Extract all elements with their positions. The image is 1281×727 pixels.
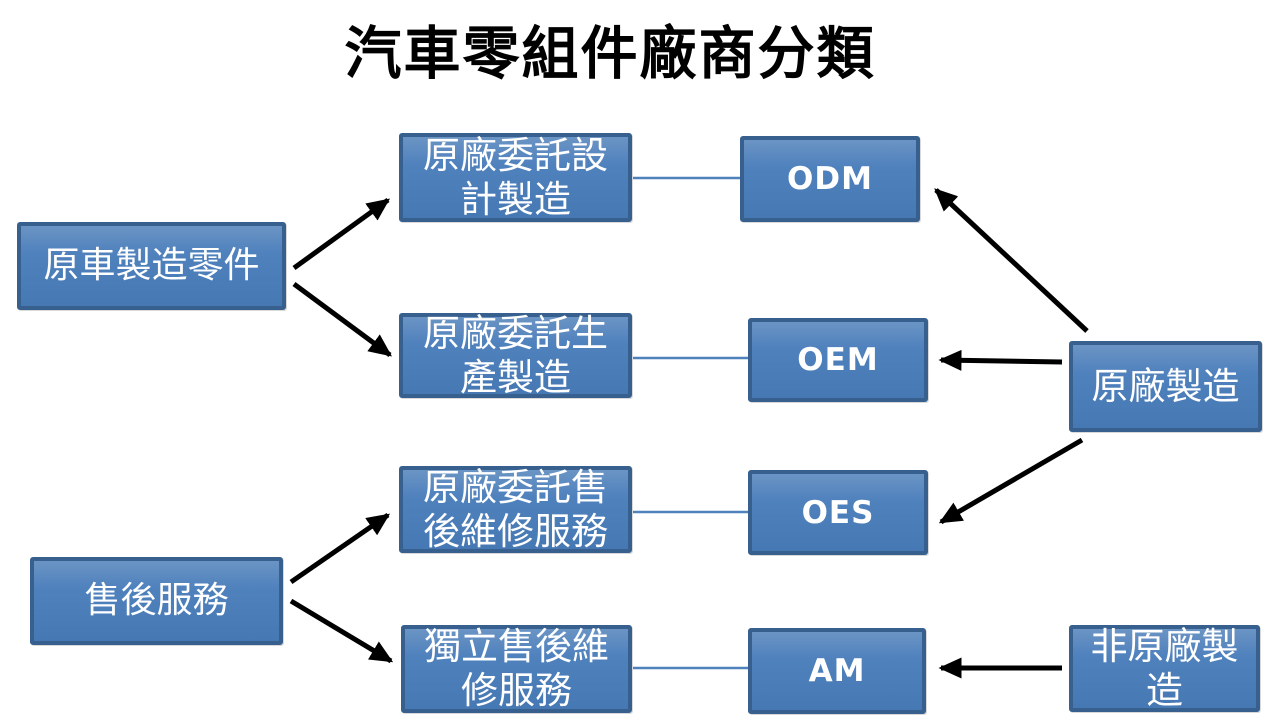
node-label: AM: [808, 653, 866, 689]
arrow-oemfactory-to-oes: [938, 437, 1084, 525]
node-original-car-parts: 原車製造零件: [17, 222, 286, 310]
arrow-origparts-to-oem-process: [292, 281, 393, 358]
node-non-oem-factory-made: 非原廠製造: [1069, 625, 1260, 712]
node-oes-process: 原廠委託售後維修服務: [399, 466, 632, 553]
node-am: AM: [748, 628, 926, 714]
diagram-title: 汽車零組件廠商分類: [344, 20, 876, 87]
node-oem-process: 原廠委託生產製造: [399, 311, 632, 399]
node-label: 原廠製造: [1091, 364, 1240, 408]
node-oem: OEM: [748, 318, 928, 402]
node-label: 原廠委託設計製造: [423, 133, 608, 221]
node-label: 售後服務: [84, 579, 229, 621]
arrow-aftersales-to-oes-process: [289, 512, 391, 585]
node-am-process: 獨立售後維修服務: [401, 625, 632, 713]
arrow-aftersales-to-am-process: [289, 598, 394, 664]
arrow-oemfactory-to-oem: [938, 349, 1063, 371]
node-oem-factory-made: 原廠製造: [1069, 341, 1262, 432]
node-label: 原車製造零件: [43, 244, 260, 286]
node-label: 原廠委託售後維修服務: [423, 465, 608, 553]
node-label: ODM: [787, 161, 873, 197]
node-label: 原廠委託生產製造: [423, 311, 608, 399]
arrow-oemfactory-to-odm: [934, 188, 1089, 333]
node-label: OES: [801, 494, 875, 531]
node-label: 獨立售後維修服務: [424, 625, 609, 712]
node-label: 非原廠製造: [1090, 624, 1239, 712]
arrow-origparts-to-odm-process: [292, 197, 391, 271]
node-after-sales-service: 售後服務: [30, 557, 283, 645]
node-odm-process: 原廠委託設計製造: [399, 133, 632, 222]
node-oes: OES: [748, 470, 928, 555]
node-label: OEM: [797, 342, 879, 378]
node-odm: ODM: [740, 136, 920, 222]
